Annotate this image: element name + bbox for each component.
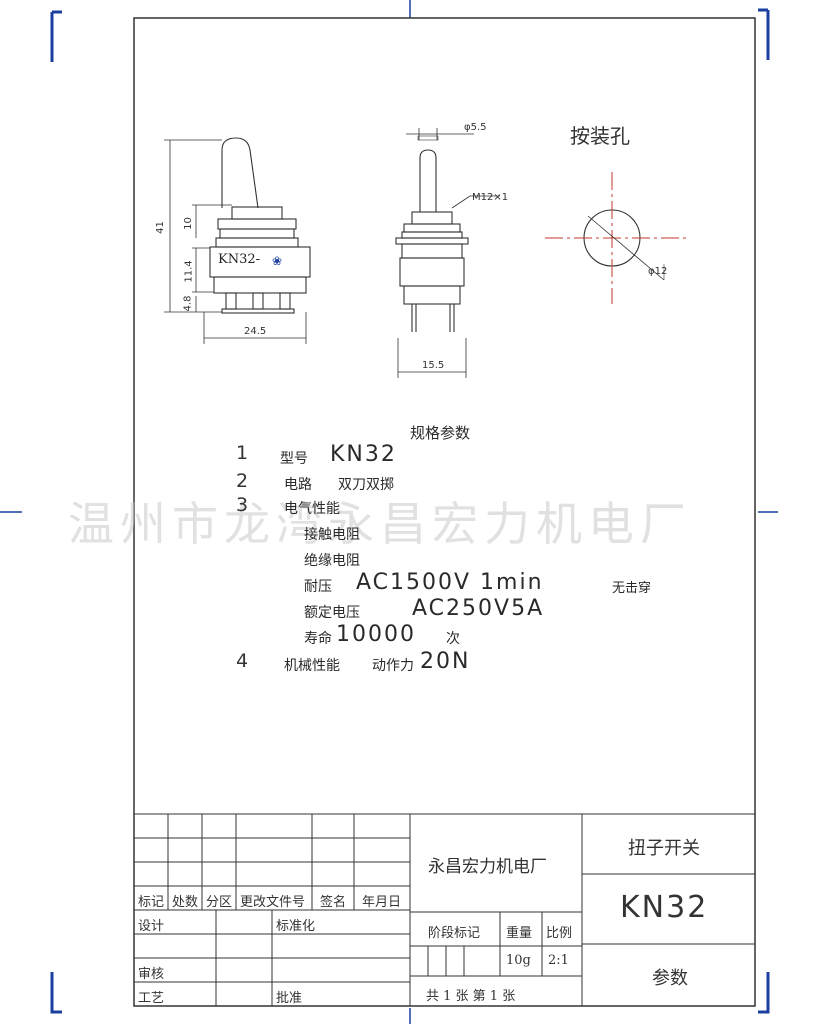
scale-label: 比例 [546, 926, 573, 941]
dim-width: 24.5 [244, 326, 267, 337]
dim-thread: M12×1 [472, 192, 509, 203]
approve-label: 批准 [276, 991, 303, 1006]
product-model: KN32 [620, 890, 709, 925]
dim-bushing: 10 [182, 217, 194, 230]
logo-icon: ❀ [272, 254, 283, 268]
switch-front-view [209, 137, 311, 314]
front-view-dimensions [164, 139, 307, 344]
dim-total-height: 41 [154, 221, 166, 234]
weight-label: 重量 [506, 926, 533, 941]
company-name: 永昌宏力机电厂 [428, 857, 547, 877]
side-view-dimensions [397, 128, 500, 378]
dim-hole-dia: φ12 [648, 266, 668, 277]
dim-depth: 15.5 [422, 360, 445, 371]
process-label: 工艺 [138, 991, 165, 1006]
review-label: 审核 [138, 967, 165, 982]
product-name: 扭子开关 [628, 838, 700, 859]
spec-title: 规格参数 [410, 424, 471, 442]
scale-value: 2:1 [548, 953, 569, 968]
center-marks [0, 0, 778, 1024]
doc-type: 参数 [652, 968, 688, 989]
watermark: 温州市龙湾永昌宏力机电厂 [68, 497, 692, 551]
dim-terminal: 4.8 [182, 295, 194, 312]
dim-body: 11.4 [183, 260, 195, 283]
mount-hole-title: 按装孔 [570, 124, 630, 148]
mount-hole-diagram [545, 172, 690, 304]
sheet-count: 共 1 张 第 1 张 [426, 989, 516, 1004]
body-label: KN32- [218, 252, 261, 267]
spec-contact-resistance: 接触电阻 [304, 527, 360, 543]
switch-side-view [395, 135, 469, 332]
standardize-label: 标准化 [276, 919, 316, 934]
design-label: 设计 [138, 919, 165, 934]
corner-marks [50, 8, 770, 1014]
weight-value: 10g [506, 953, 531, 968]
stage-mark-label: 阶段标记 [428, 926, 481, 941]
title-block-grid [134, 813, 755, 1006]
spec-insulation-resistance: 绝缘电阻 [304, 553, 360, 569]
drawing-border [133, 17, 756, 1007]
dim-lever-dia: φ5.5 [464, 122, 487, 133]
